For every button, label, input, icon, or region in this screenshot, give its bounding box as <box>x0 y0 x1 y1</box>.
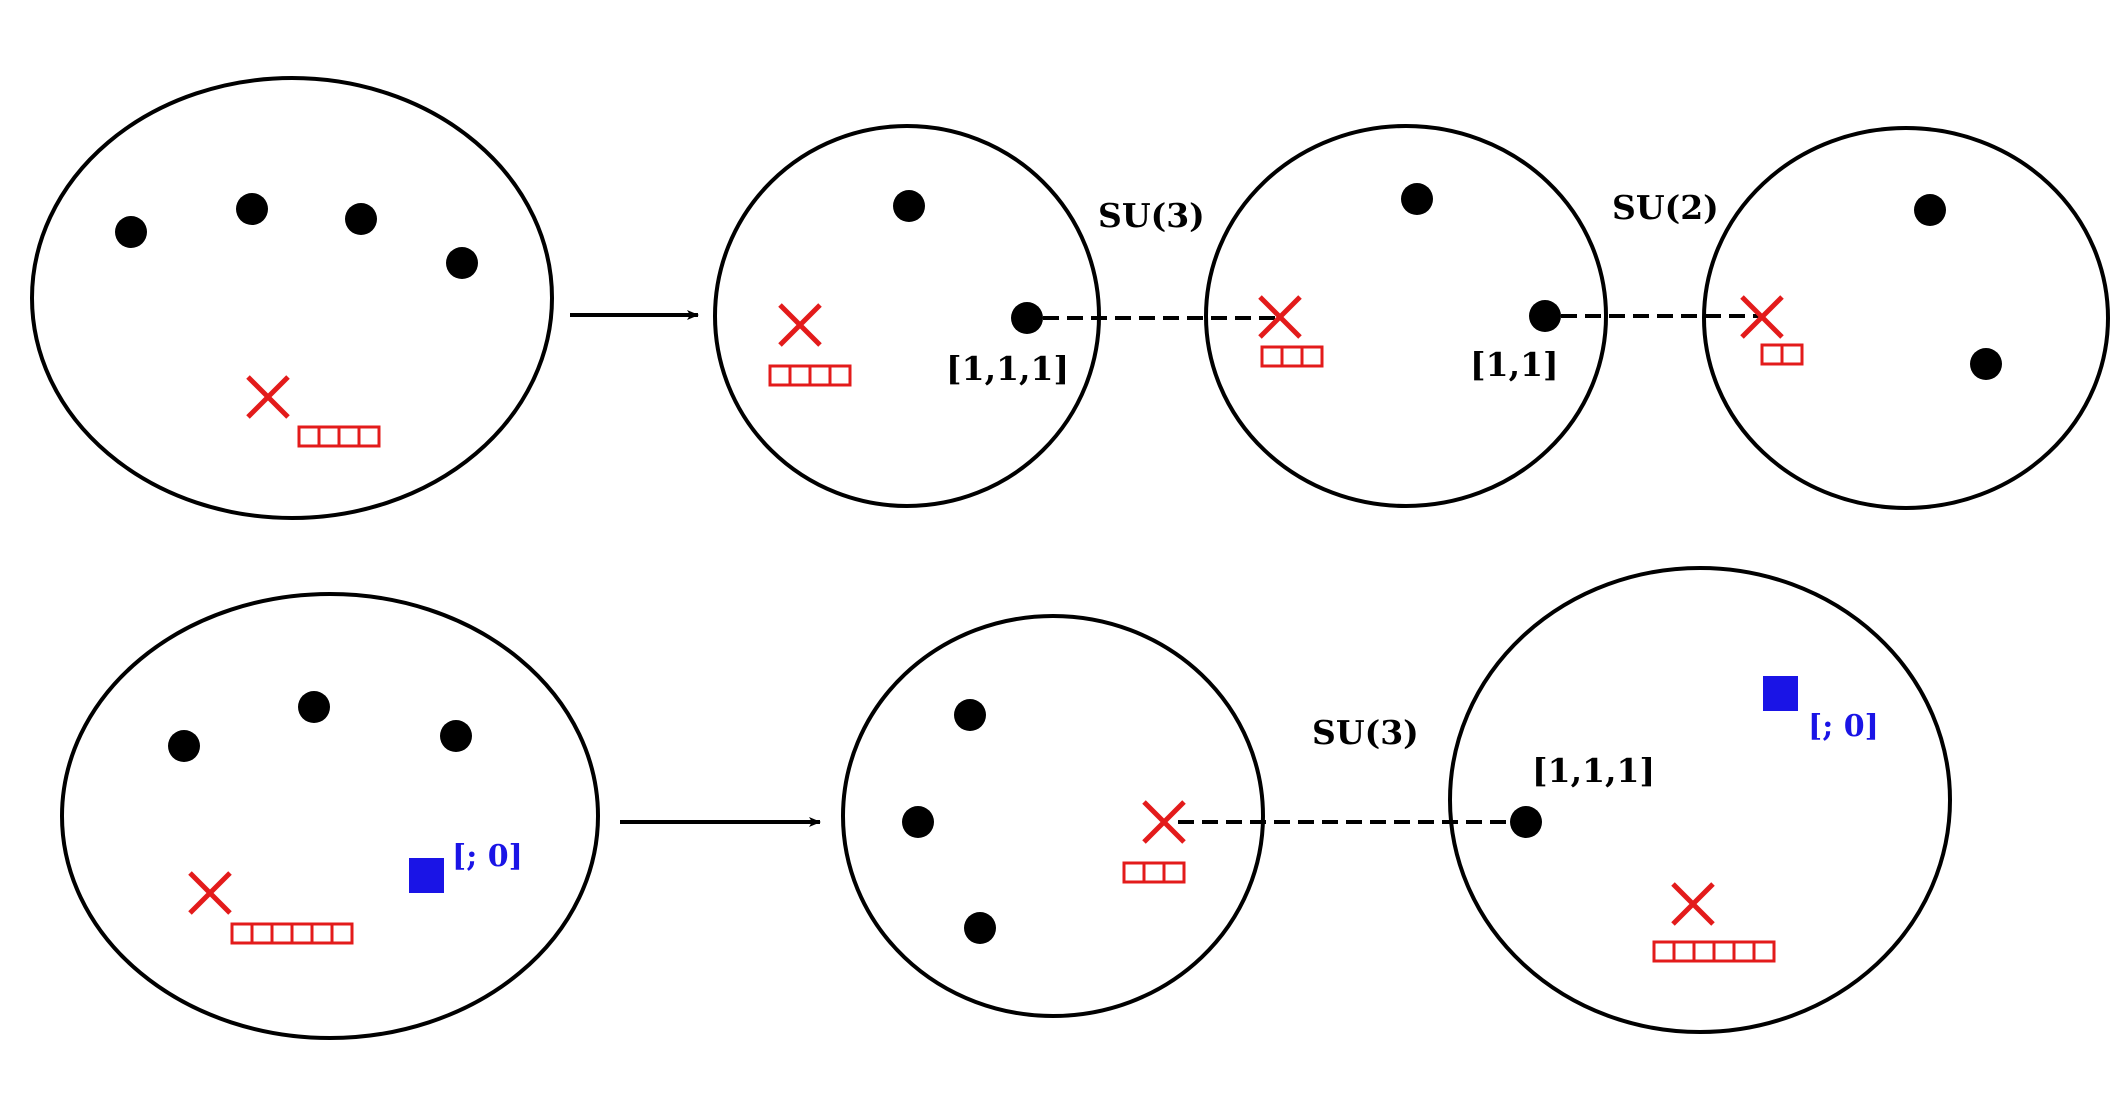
young-box <box>828 364 852 387</box>
puncture <box>954 699 986 731</box>
puncture <box>168 730 200 762</box>
young-box <box>337 425 361 448</box>
special-puncture-square <box>1763 676 1798 711</box>
young-box <box>1652 940 1676 963</box>
cross-mark <box>1142 800 1186 844</box>
young-box <box>297 425 321 448</box>
marked-point <box>1652 882 1776 963</box>
young-box <box>250 922 274 945</box>
weight-label: [1,1] <box>1470 345 1559 384</box>
marked-point <box>1258 295 1324 368</box>
marked-point <box>1740 295 1804 366</box>
young-box <box>1752 940 1776 963</box>
young-box <box>230 922 254 945</box>
group-label-su3: SU(3) <box>1098 196 1205 235</box>
puncture <box>1529 300 1561 332</box>
component-bottom-1 <box>841 614 1265 1018</box>
group-label-su3: SU(3) <box>1312 713 1419 752</box>
puncture <box>964 912 996 944</box>
young-box <box>1300 345 1324 368</box>
cross-mark <box>246 375 290 419</box>
weight-label: [1,1,1] <box>946 349 1069 388</box>
puncture <box>1914 194 1946 226</box>
young-box <box>357 425 381 448</box>
young-box <box>1142 861 1166 884</box>
surface-top-source <box>30 76 554 520</box>
young-box <box>1280 345 1304 368</box>
young-box <box>330 922 354 945</box>
young-box <box>1760 343 1784 366</box>
young-box <box>808 364 832 387</box>
puncture <box>236 193 268 225</box>
young-box <box>290 922 314 945</box>
cross-mark <box>1671 882 1715 926</box>
young-box <box>768 364 792 387</box>
surface-bottom-source <box>60 592 600 1040</box>
young-box <box>788 364 812 387</box>
young-box <box>1162 861 1186 884</box>
young-box <box>1712 940 1736 963</box>
component-top-2 <box>1204 124 1608 508</box>
zero-label: [; 0] <box>1808 709 1879 744</box>
marked-point <box>246 375 381 448</box>
puncture <box>298 691 330 723</box>
young-box <box>1732 940 1756 963</box>
young-box <box>1780 343 1804 366</box>
puncture <box>440 720 472 752</box>
cross-mark <box>1258 295 1302 339</box>
cross-mark <box>778 303 822 347</box>
component-top-3 <box>1702 126 2110 510</box>
component-bottom-2 <box>1448 566 1952 1034</box>
puncture <box>345 203 377 235</box>
puncture <box>902 806 934 838</box>
young-box <box>1122 861 1146 884</box>
weight-label: [1,1,1] <box>1532 751 1655 790</box>
puncture <box>893 190 925 222</box>
young-box <box>270 922 294 945</box>
marked-point <box>188 871 354 945</box>
cross-mark <box>1740 295 1784 339</box>
cross-mark <box>188 871 232 915</box>
group-label-su2: SU(2) <box>1612 188 1719 227</box>
young-box <box>1260 345 1284 368</box>
young-box <box>317 425 341 448</box>
special-puncture-square <box>409 858 444 893</box>
puncture <box>1510 806 1542 838</box>
zero-label: [; 0] <box>452 839 523 874</box>
young-box <box>1672 940 1696 963</box>
puncture <box>1011 302 1043 334</box>
marked-point <box>768 303 852 387</box>
puncture <box>1401 183 1433 215</box>
young-box <box>1692 940 1716 963</box>
marked-point <box>1122 800 1186 884</box>
puncture <box>115 216 147 248</box>
young-box <box>310 922 334 945</box>
puncture <box>1970 348 2002 380</box>
puncture <box>446 247 478 279</box>
